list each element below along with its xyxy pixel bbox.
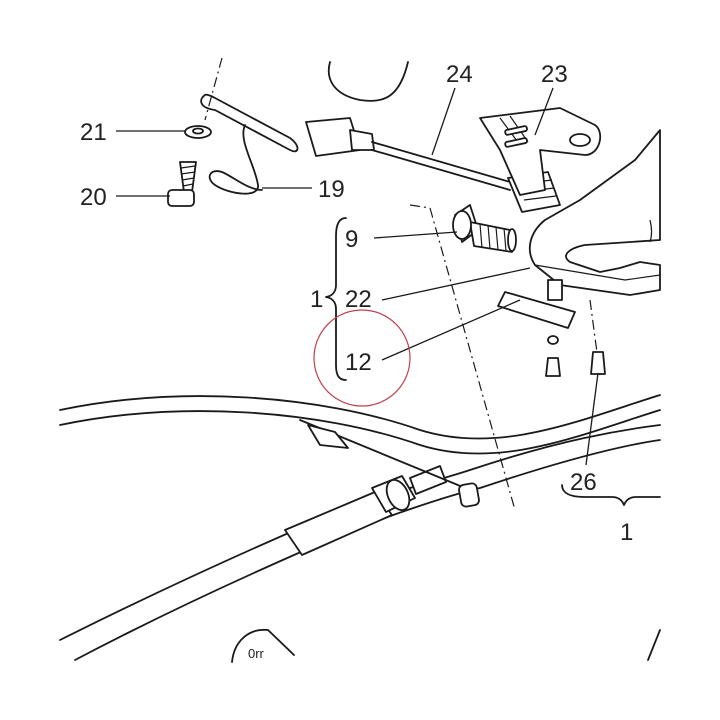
inner-cable [299, 419, 480, 508]
label-26: 26 [570, 469, 597, 496]
adjuster-barrel-9 [452, 204, 517, 253]
label-20: 20 [80, 184, 107, 211]
leader-lines [116, 87, 599, 466]
spacer-22 [547, 279, 563, 301]
label-21: 21 [80, 119, 107, 146]
body-fragment-bottom: 0rr [231, 629, 295, 663]
label-23: 23 [541, 61, 568, 88]
bracket-23 [479, 107, 602, 196]
label-12: 12 [345, 349, 372, 376]
bolt-20 [167, 161, 197, 207]
label-19: 19 [318, 176, 345, 203]
washer-21 [184, 125, 212, 139]
label-9: 9 [345, 226, 358, 253]
throttle-housing [528, 129, 661, 296]
label-24: 24 [446, 61, 473, 88]
main-cable-lower [59, 424, 661, 661]
cable-adjuster [284, 465, 447, 556]
plate-12 [497, 291, 576, 329]
screws-26 [545, 335, 606, 377]
label-1-group: 1 [310, 286, 323, 313]
edge-fragment-right [647, 629, 661, 661]
group-bracket-left [325, 217, 347, 381]
label-1-bottom: 1 [620, 519, 633, 546]
center-line-top [204, 57, 223, 121]
main-cable-upper [59, 394, 661, 455]
group-bracket-bottom [561, 484, 661, 506]
label-22: 22 [345, 286, 372, 313]
highlight-circle [313, 309, 411, 407]
spring-clip-19 [200, 93, 299, 195]
fragment-text: 0rr [248, 646, 265, 661]
body-fragment-top [327, 61, 409, 102]
center-line-left [409, 204, 516, 511]
